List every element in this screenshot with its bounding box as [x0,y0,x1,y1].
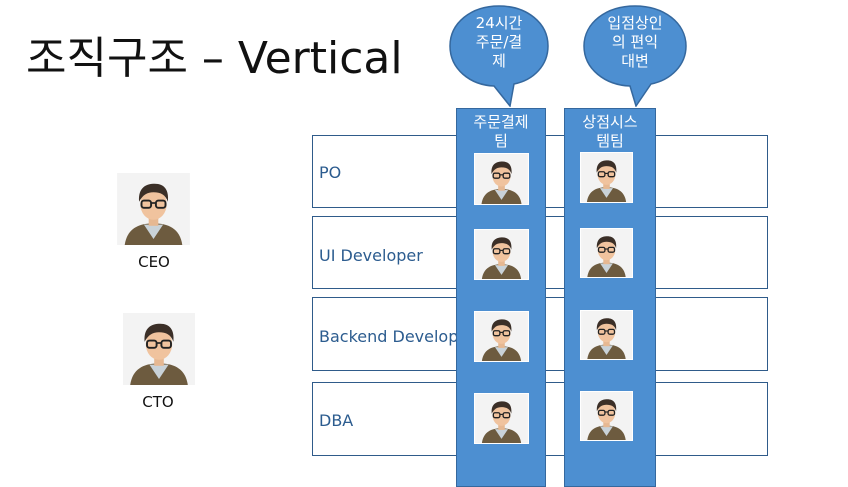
member-avatar-icon [474,393,529,444]
member-avatar-icon [580,152,633,203]
speech-bubble-shape [583,5,687,107]
role-label: DBA [319,411,354,430]
speech-bubble-merchant: 입점상인 의 편익 대변 [582,3,688,107]
role-label: Backend Developer [319,327,475,346]
speech-bubble-order: 24시간 주문/결 제 [448,3,550,107]
cto-avatar-icon [123,313,195,385]
bubble-text: 24시간 주문/결 제 [475,14,523,70]
member-avatar-icon [474,153,529,205]
member-avatar-icon [580,228,633,278]
member-avatar-icon [474,229,529,280]
member-avatar-icon [580,310,633,360]
ceo-avatar-icon [117,173,190,245]
member-avatar-icon [474,311,529,362]
speech-bubble-shape [449,5,549,107]
team-name: 주문결제 팀 [473,113,529,150]
cto-label: CTO [142,393,174,411]
page-title: 조직구조 – Vertical [26,33,403,84]
team-name: 상점시스 템팀 [582,113,638,150]
ceo-label: CEO [138,253,170,271]
role-label: PO [319,163,342,182]
role-label: UI Developer [319,246,423,265]
bubble-text: 입점상인 의 편익 대변 [607,14,663,70]
member-avatar-icon [580,391,633,441]
